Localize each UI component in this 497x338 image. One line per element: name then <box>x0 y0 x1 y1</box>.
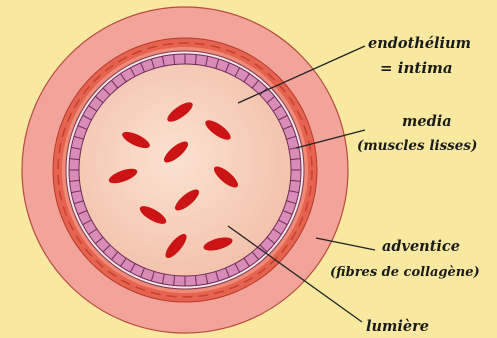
label-endothelium: endothélium <box>368 35 471 52</box>
label-media-sub: (muscles lisses) <box>357 138 477 154</box>
lumen <box>79 64 291 276</box>
label-adventice: adventice <box>382 238 460 255</box>
label-adventice-sub: (fibres de collagène) <box>330 265 480 280</box>
label-intima: = intima <box>380 59 453 77</box>
label-media: media <box>402 113 452 130</box>
label-lumiere: lumière <box>366 318 429 335</box>
